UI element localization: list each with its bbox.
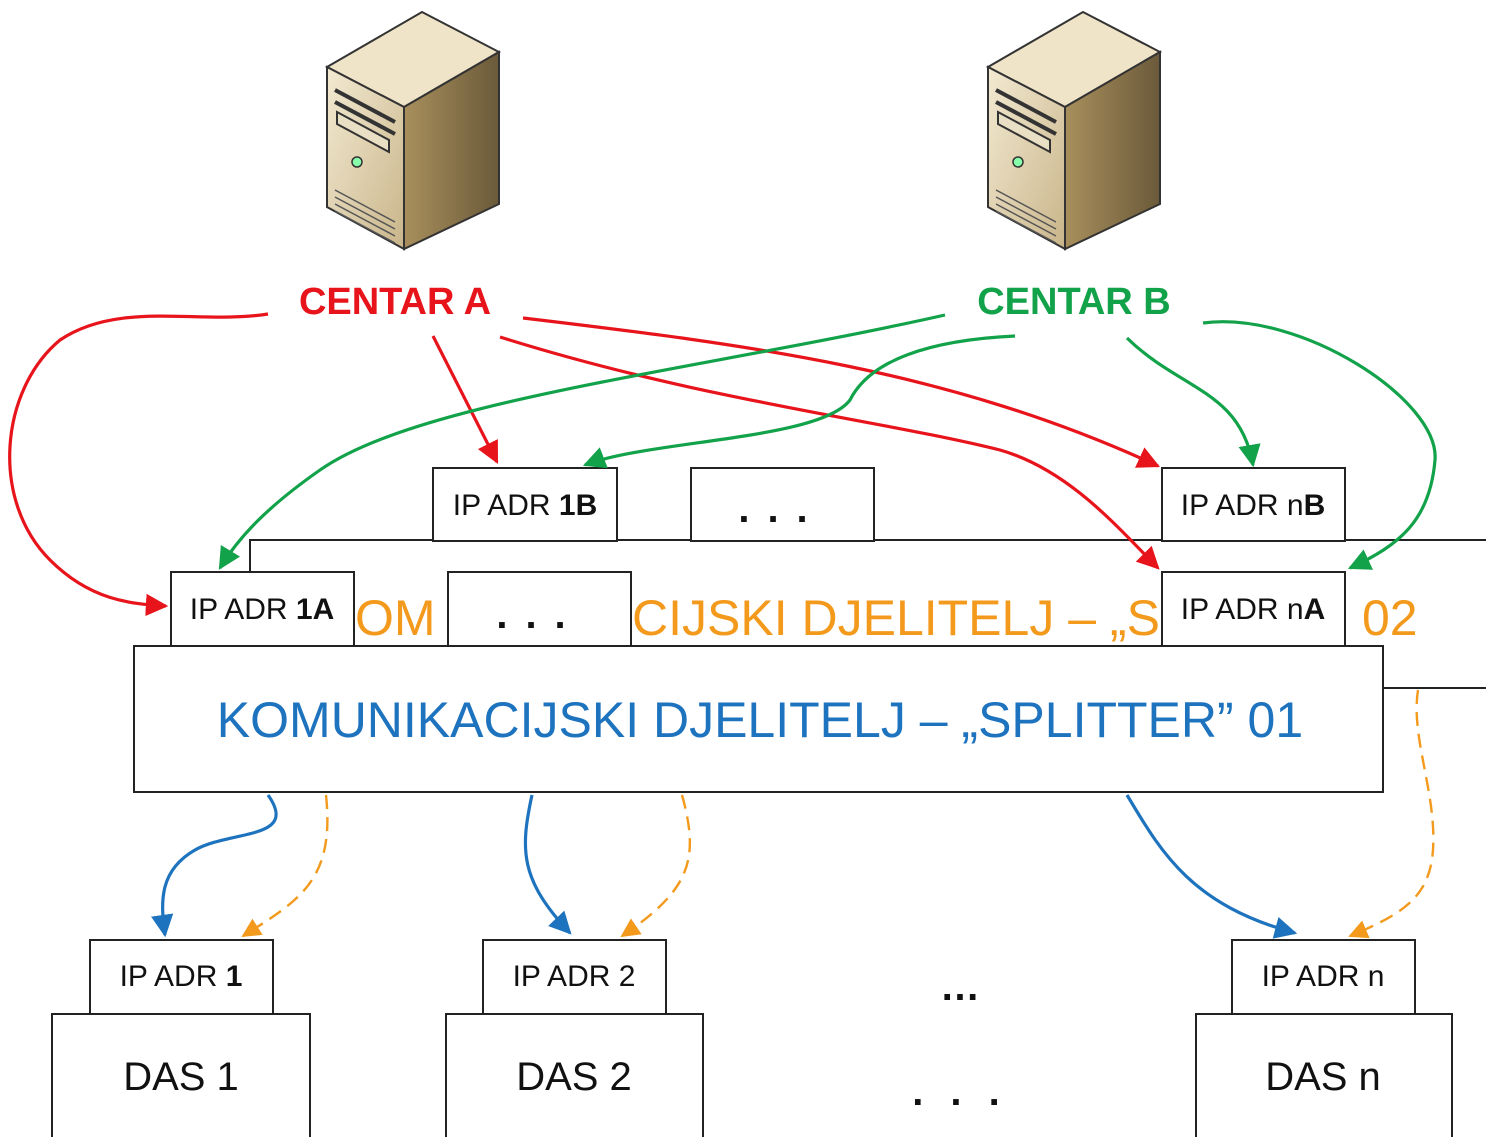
ip-box-a-dots: ...	[447, 571, 632, 647]
splitter-02-label-left: OM	[355, 590, 436, 646]
ip-box-1b: IP ADR 1B	[432, 467, 618, 542]
center-a-arrows	[8, 312, 1161, 617]
splitter-01-label: KOMUNIKACIJSKI DJELITELJ – „SPLITTER” 01	[217, 692, 1303, 748]
das-2-label: DAS 2	[516, 1055, 632, 1099]
svg-text:IP ADR 1: IP ADR 1	[120, 960, 243, 993]
server-b-icon	[985, 10, 1163, 251]
das-1: IP ADR 1 DAS 1	[51, 939, 311, 1137]
splitter-01-arrows	[151, 794, 1298, 939]
das-dots-top: …	[940, 965, 980, 1009]
svg-text:IP ADR nB: IP ADR nB	[1181, 489, 1326, 522]
center-b-arrows	[218, 313, 1437, 570]
center-b-label: CENTAR B	[977, 281, 1171, 323]
ip-box-b-dots: ...	[690, 467, 875, 542]
das-1-label: DAS 1	[123, 1055, 239, 1099]
das-n-label: DAS n	[1265, 1055, 1381, 1099]
das-n: IP ADR n DAS n	[1195, 939, 1453, 1137]
splitter-02-label-middle: CIJSKI DJELITELJ – „SP	[632, 590, 1193, 646]
svg-text:IP ADR 1B: IP ADR 1B	[453, 489, 598, 522]
splitter-01: KOMUNIKACIJSKI DJELITELJ – „SPLITTER” 01	[133, 645, 1384, 793]
ip-box-na: IP ADR nA	[1161, 571, 1346, 647]
das-dots-bottom: . . .	[912, 1070, 1008, 1114]
svg-text:IP ADR 1A: IP ADR 1A	[190, 593, 335, 626]
ip-box-nb: IP ADR nB	[1161, 467, 1346, 542]
das-2: IP ADR 2 DAS 2	[445, 939, 704, 1137]
svg-text:IP ADR 2: IP ADR 2	[513, 960, 636, 993]
splitter-02-arrows	[241, 689, 1435, 939]
ip-box-1a: IP ADR 1A	[170, 571, 355, 647]
svg-text:IP ADR n: IP ADR n	[1262, 960, 1385, 993]
splitter-02: OM CIJSKI DJELITELJ – „SP 02	[249, 539, 1486, 689]
center-a-label: CENTAR A	[299, 281, 491, 323]
svg-text:...: ...	[496, 593, 583, 637]
server-a-icon	[324, 10, 502, 251]
splitter-02-label-right: 02	[1362, 590, 1418, 646]
svg-text:...: ...	[738, 487, 825, 531]
svg-text:IP ADR nA: IP ADR nA	[1181, 593, 1326, 626]
